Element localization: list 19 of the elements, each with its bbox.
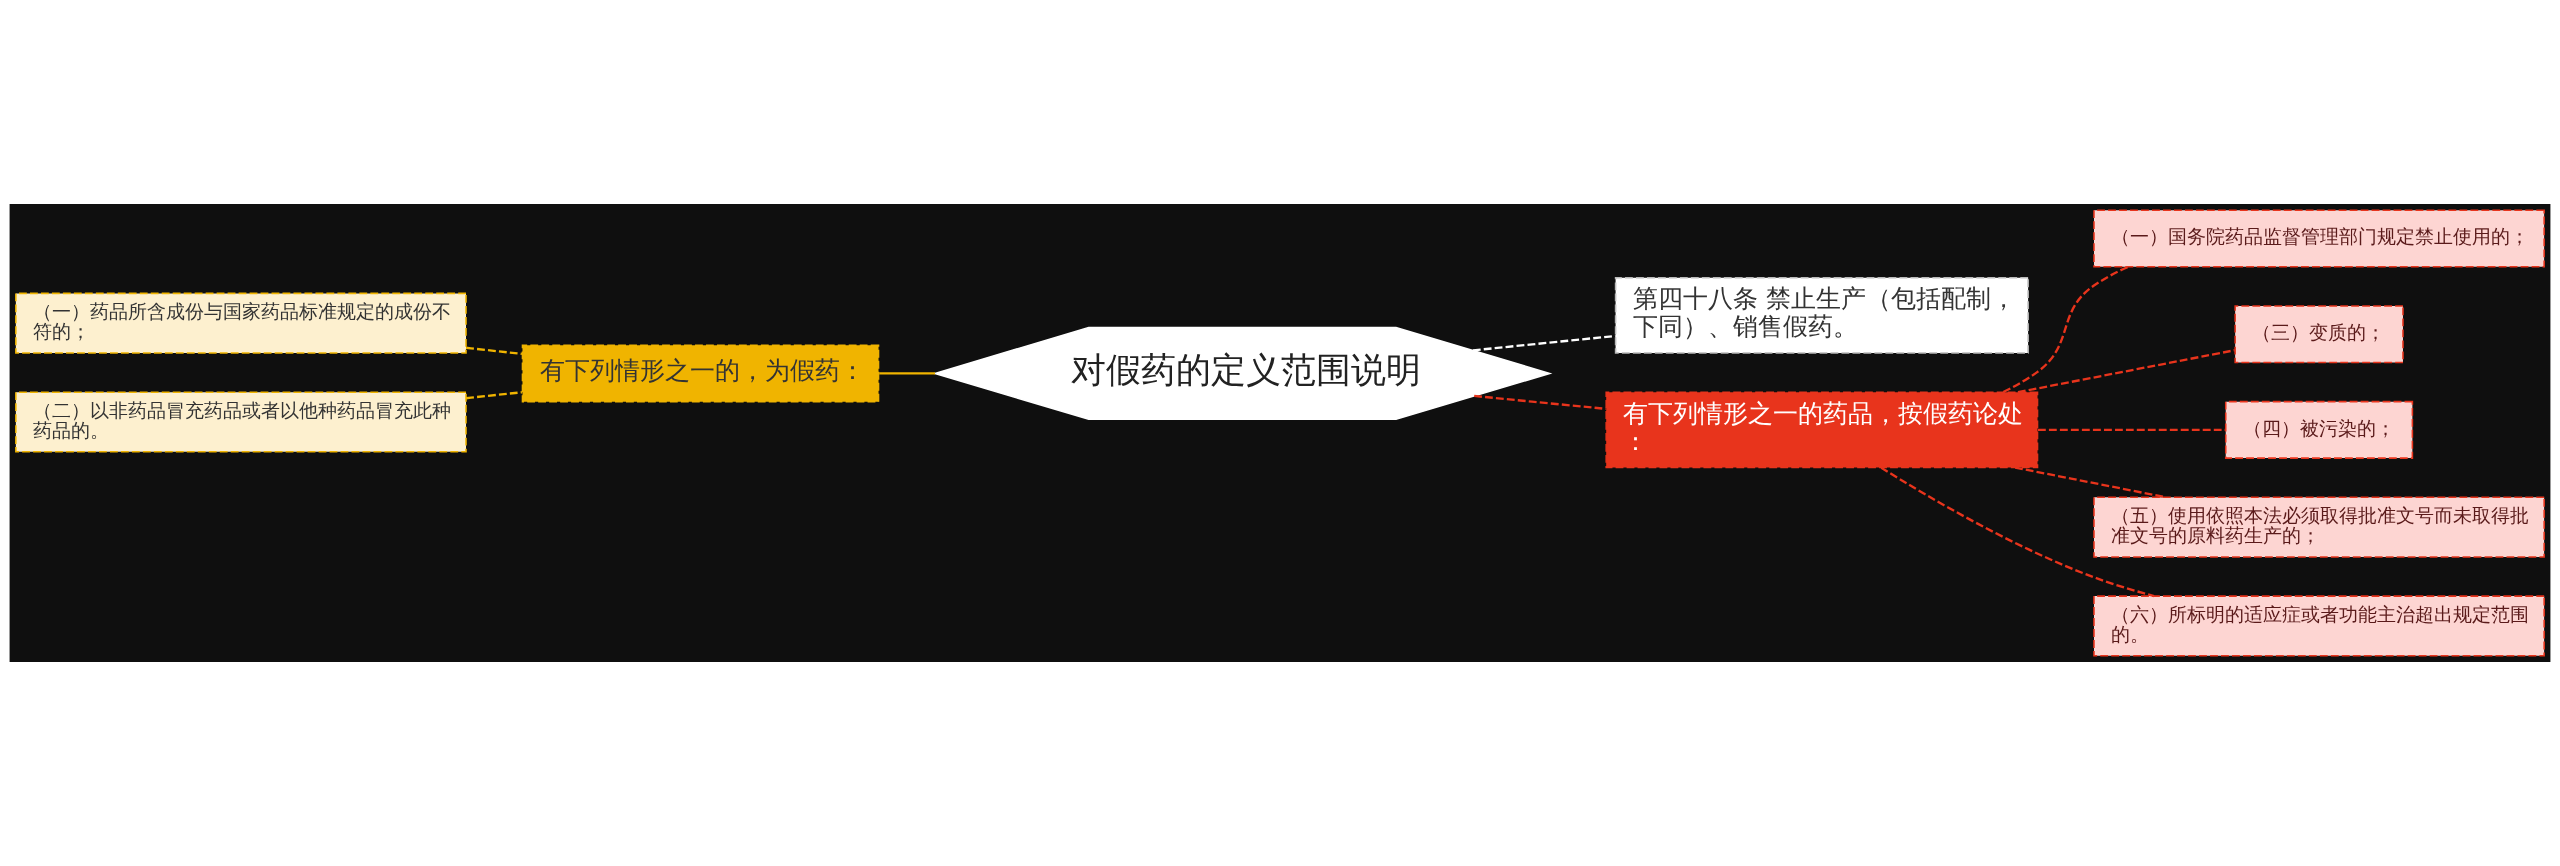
node-box: 有下列情形之一的，为假药： xyxy=(521,344,880,403)
node-box: （三）变质的； xyxy=(2234,305,2404,364)
node-box: 有下列情形之一的药品，按假药论处： xyxy=(1605,391,2039,469)
node-box: （四）被污染的； xyxy=(2224,400,2414,459)
node-box: （六）所标明的适应症或者功能主治超出规定范围的。 xyxy=(2093,595,2545,657)
connector xyxy=(2017,349,2235,394)
node-box: （一）药品所含成份与国家药品标准规定的成份不符的； xyxy=(15,292,467,354)
node-box: （二）以非药品冒充药品或者以他种药品冒充此种药品的。 xyxy=(15,391,467,453)
connector xyxy=(1880,466,2155,598)
connector xyxy=(879,372,935,375)
connector xyxy=(1472,334,1616,352)
node-box: （一）国务院药品监督管理部门规定禁止使用的； xyxy=(2093,209,2545,268)
connector xyxy=(465,346,523,356)
node-box: 第四十八条 禁止生产（包括配制，下同）、销售假药。 xyxy=(1614,276,2029,354)
node-box: （五）使用依照本法必须取得批准文号而未取得批准文号的原料药生产的； xyxy=(2093,496,2545,558)
connector xyxy=(2002,265,2129,394)
connector xyxy=(1474,394,1606,410)
connector xyxy=(2014,466,2166,499)
connector xyxy=(465,391,523,400)
